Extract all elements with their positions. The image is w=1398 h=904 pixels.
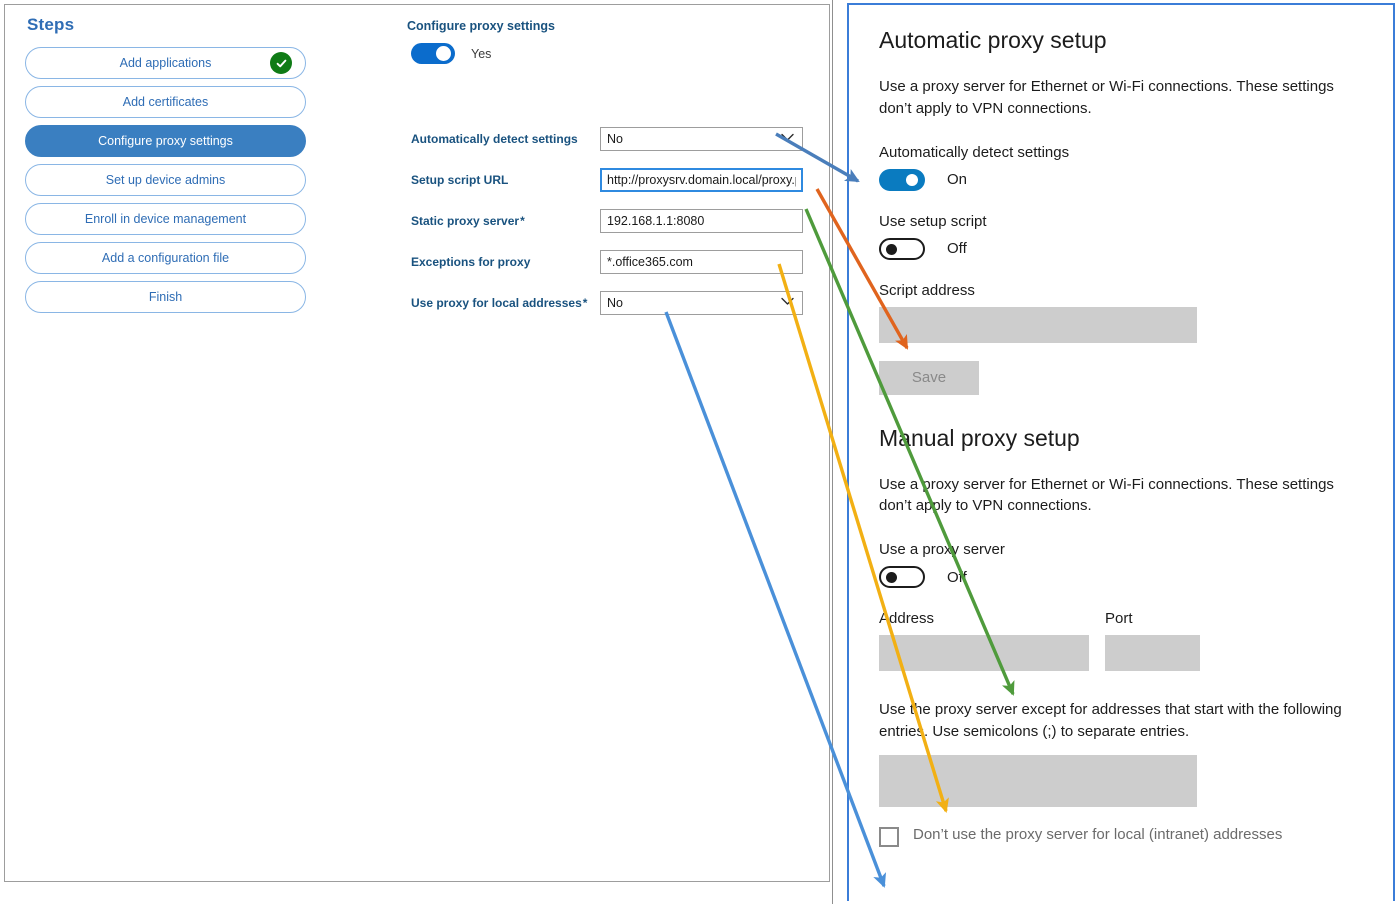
field-label-text: Use proxy for local addresses <box>411 296 582 310</box>
address-group: Address <box>879 610 1089 689</box>
form-heading: Configure proxy settings <box>407 19 555 33</box>
panel-divider <box>832 0 833 904</box>
required-asterisk: * <box>581 296 588 310</box>
automatically-detect-settings-state: On <box>947 171 968 188</box>
port-input[interactable] <box>1105 635 1200 671</box>
use-setup-script-toggle[interactable] <box>879 237 925 260</box>
chevron-down-icon <box>781 297 794 309</box>
configure-proxy-toggle-label: Yes <box>471 46 492 61</box>
wizard-frame: Steps Add applications Add certificates … <box>4 4 830 882</box>
configure-proxy-toggle[interactable] <box>411 43 455 64</box>
field-label: Static proxy server * <box>405 214 600 228</box>
automatically-detect-settings-row: On <box>879 168 1363 191</box>
script-address-input[interactable] <box>879 306 1197 343</box>
input-value: http://proxysrv.domain.local/proxy.pa <box>607 173 796 187</box>
steps-title: Steps <box>27 15 75 34</box>
exceptions-description: Use the proxy server except for addresse… <box>879 701 1342 740</box>
step-label: Configure proxy settings <box>98 134 233 148</box>
bypass-local-checkbox[interactable] <box>879 826 899 847</box>
use-setup-script-row: Off <box>879 237 1363 260</box>
windows-proxy-settings-panel: Automatic proxy setup Use a proxy server… <box>847 3 1395 901</box>
exceptions-input[interactable] <box>879 754 1197 807</box>
proxy-form: Configure proxy settings Yes Automatical… <box>405 19 830 315</box>
steps-list: Add applications Add certificates Config… <box>25 47 306 320</box>
use-a-proxy-server-label: Use a proxy server <box>879 541 1005 558</box>
manual-proxy-setup-heading: Manual proxy setup <box>879 424 1080 451</box>
port-label: Port <box>1105 610 1133 627</box>
step-label: Add a configuration file <box>101 251 230 265</box>
field-static-proxy-server: Static proxy server * 192.168.1.1:8080 <box>405 209 830 233</box>
step-label: Enroll in device management <box>84 212 247 226</box>
sidebar-item-enroll-in-device-management[interactable]: Enroll in device management <box>25 203 306 235</box>
configure-proxy-toggle-row: Yes <box>411 43 830 64</box>
toggle-knob <box>906 173 918 186</box>
address-port-row: Address Port <box>879 610 1363 689</box>
setup-script-url-input[interactable]: http://proxysrv.domain.local/proxy.pa <box>600 168 803 192</box>
port-group: Port <box>1105 610 1200 689</box>
bypass-local-row: Don’t use the proxy server for local (in… <box>879 825 1363 847</box>
input-value: 192.168.1.1:8080 <box>607 214 705 228</box>
chevron-down-icon <box>781 133 794 145</box>
automatic-proxy-description: Use a proxy server for Ethernet or Wi-Fi… <box>879 78 1334 117</box>
field-label: Automatically detect settings <box>405 132 600 146</box>
field-label: Exceptions for proxy <box>405 255 600 269</box>
field-setup-script-url: Setup script URL http://proxysrv.domain.… <box>405 168 830 192</box>
use-setup-script-state: Off <box>947 240 967 257</box>
exceptions-for-proxy-input[interactable]: *.office365.com <box>600 250 803 274</box>
field-label-text: Exceptions for proxy <box>411 255 531 269</box>
automatically-detect-settings-label: Automatically detect settings <box>879 143 1070 161</box>
field-exceptions-for-proxy: Exceptions for proxy *.office365.com <box>405 250 830 274</box>
check-circle-icon <box>270 52 292 74</box>
use-setup-script-label: Use setup script <box>879 212 987 230</box>
field-label-text: Automatically detect settings <box>411 132 578 146</box>
use-proxy-for-local-addresses-select[interactable]: No <box>600 291 803 315</box>
field-label-text: Setup script URL <box>411 173 509 187</box>
field-label-text: Static proxy server <box>411 214 520 228</box>
toggle-knob <box>436 46 451 61</box>
proxy-fields: Automatically detect settings No Setup s… <box>405 127 830 332</box>
use-a-proxy-server-row: Off <box>879 566 1363 588</box>
field-automatically-detect-settings: Automatically detect settings No <box>405 127 830 151</box>
static-proxy-server-input[interactable]: 192.168.1.1:8080 <box>600 209 803 233</box>
automatic-proxy-setup-heading: Automatic proxy setup <box>879 27 1107 53</box>
use-a-proxy-server-state: Off <box>947 568 967 586</box>
toggle-knob <box>886 572 897 583</box>
select-value: No <box>607 296 623 310</box>
sidebar-item-finish[interactable]: Finish <box>25 281 306 313</box>
select-value: No <box>607 132 623 146</box>
sidebar-item-set-up-device-admins[interactable]: Set up device admins <box>25 164 306 196</box>
step-label: Add applications <box>119 56 212 70</box>
field-use-proxy-for-local-addresses: Use proxy for local addresses * No <box>405 291 830 315</box>
sidebar-item-add-applications[interactable]: Add applications <box>25 47 306 79</box>
toggle-knob <box>886 243 897 255</box>
address-label: Address <box>879 610 935 627</box>
step-label: Finish <box>148 290 183 304</box>
input-value: *.office365.com <box>607 255 693 269</box>
sidebar-item-add-certificates[interactable]: Add certificates <box>25 86 306 118</box>
sidebar-item-configure-proxy-settings[interactable]: Configure proxy settings <box>25 125 306 157</box>
required-asterisk: * <box>519 214 525 228</box>
sidebar-item-add-a-configuration-file[interactable]: Add a configuration file <box>25 242 306 274</box>
bypass-local-label: Don’t use the proxy server for local (in… <box>913 825 1283 843</box>
manual-proxy-description: Use a proxy server for Ethernet or Wi-Fi… <box>879 475 1334 515</box>
address-input[interactable] <box>879 635 1089 671</box>
save-button[interactable]: Save <box>879 360 979 395</box>
step-label: Add certificates <box>122 95 209 109</box>
use-a-proxy-server-toggle[interactable] <box>879 566 925 588</box>
field-label: Use proxy for local addresses * <box>405 296 600 310</box>
script-address-label: Script address <box>879 281 975 299</box>
automatically-detect-settings-toggle[interactable] <box>879 168 925 191</box>
automatically-detect-settings-select[interactable]: No <box>600 127 803 151</box>
field-label: Setup script URL <box>405 173 600 187</box>
step-label: Set up device admins <box>105 173 226 187</box>
